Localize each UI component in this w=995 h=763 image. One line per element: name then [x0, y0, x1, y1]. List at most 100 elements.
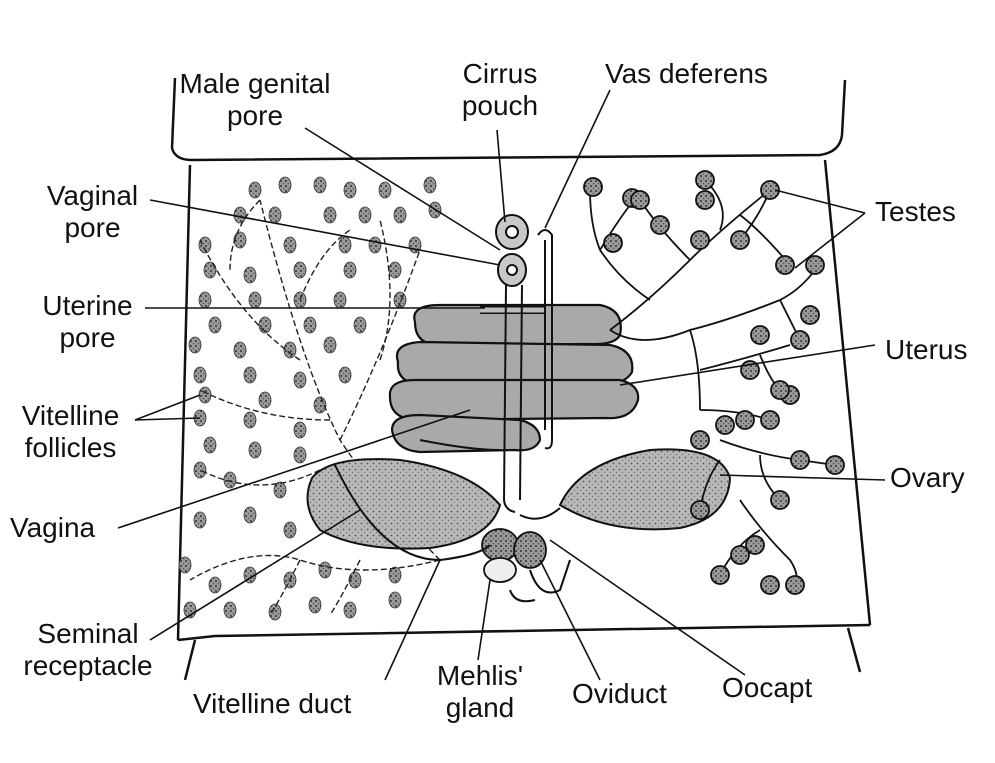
vitelline-follicle [303, 316, 317, 334]
label-mehlis-gland: Mehlis' gland [425, 660, 535, 724]
label-male-genital-pore-line1: Male genital [179, 68, 331, 99]
label-vaginal-pore: Vaginal pore [35, 180, 150, 244]
testis-follicle [745, 535, 765, 555]
label-vas-deferens: Vas deferens [605, 58, 768, 89]
vitelline-follicle [248, 441, 262, 459]
testis-follicle [630, 190, 650, 210]
testis-follicle [770, 380, 790, 400]
testis-follicle [603, 233, 623, 253]
vitelline-follicle [248, 181, 262, 199]
cirrus-pouch [495, 214, 529, 287]
label-seminal-receptacle-line1: Seminal [37, 618, 139, 649]
label-male-genital-pore: Male genital pore [165, 68, 345, 132]
testis-branch [609, 328, 701, 411]
oviduct-path [334, 464, 571, 603]
label-uterus: Uterus [885, 334, 968, 365]
testis-follicle [735, 410, 755, 430]
testis-follicle [695, 170, 715, 190]
vitelline-follicle [198, 291, 212, 309]
vitelline-follicle [323, 336, 337, 354]
vitelline-follicle [358, 206, 372, 224]
vitelline-follicle [293, 371, 307, 389]
vitelline-follicle [423, 176, 437, 194]
testis-follicle [790, 450, 810, 470]
testis-branch [599, 204, 631, 251]
testis-follicle [760, 410, 780, 430]
vitelline-follicle [393, 206, 407, 224]
vitelline-follicle [278, 176, 292, 194]
label-mehlis-gland-line1: Mehlis' [436, 660, 524, 691]
vitelline-follicle [353, 316, 367, 334]
testis-follicle [800, 305, 820, 325]
vitelline-follicle [223, 601, 237, 619]
testis-follicle [695, 190, 715, 210]
vitelline-follicle [243, 506, 257, 524]
vitelline-follicle [293, 261, 307, 279]
label-testes: Testes [875, 196, 956, 227]
testis-follicle [690, 230, 710, 250]
label-oviduct: Oviduct [572, 678, 667, 709]
vitelline-follicle [243, 366, 257, 384]
vitelline-follicle [268, 206, 282, 224]
vitelline-follicle [388, 591, 402, 609]
vitelline-follicle [223, 471, 237, 489]
testis-follicle [730, 230, 750, 250]
vitelline-follicle [178, 556, 192, 574]
label-vitelline-follicles: Vitelline follicles [8, 400, 133, 464]
vitelline-follicle [193, 511, 207, 529]
vitelline-follicles-group [178, 176, 442, 621]
testis-follicle [730, 545, 750, 565]
label-uterine-pore: Uterine pore [30, 290, 145, 354]
label-uterine-pore-line1: Uterine [42, 290, 133, 321]
vitelline-follicle [268, 603, 282, 621]
vitelline-follicle [258, 316, 272, 334]
vitelline-follicle [193, 461, 207, 479]
testis-branch [699, 344, 791, 371]
vitelline-follicle [343, 601, 357, 619]
vitelline-follicle [343, 181, 357, 199]
label-uterine-pore-line2: pore [59, 322, 116, 353]
label-vitelline-follicles-line1: Vitelline [21, 400, 120, 431]
label-vitelline-duct: Vitelline duct [193, 688, 352, 719]
vitelline-follicle [243, 411, 257, 429]
vitelline-follicle [378, 181, 392, 199]
label-ovary: Ovary [890, 462, 965, 493]
vitelline-follicle [203, 261, 217, 279]
vitelline-follicle [313, 176, 327, 194]
label-vagina: Vagina [10, 512, 96, 543]
vitelline-follicle [338, 236, 352, 254]
uterus [388, 303, 640, 454]
testis-follicle [760, 180, 780, 200]
vitelline-follicle [388, 261, 402, 279]
label-vitelline-follicles-line2: follicles [24, 432, 117, 463]
testis-branch [589, 189, 601, 251]
vitelline-follicle [203, 436, 217, 454]
vitelline-follicle [193, 366, 207, 384]
testis-branch [689, 269, 816, 331]
vitelline-follicle [338, 366, 352, 384]
testis-follicle [770, 490, 790, 510]
vitelline-follicle [248, 291, 262, 309]
testis-branch [699, 409, 771, 421]
vitelline-follicle [308, 596, 322, 614]
vitelline-follicle [233, 206, 247, 224]
label-vaginal-pore-line2: pore [64, 212, 121, 243]
vitelline-follicle [293, 446, 307, 464]
vitelline-follicle [273, 481, 287, 499]
leader-lines [117, 89, 886, 681]
label-seminal-receptacle: Seminal receptacle [8, 618, 168, 682]
label-mehlis-gland-line2: gland [445, 692, 515, 723]
vitelline-follicle [198, 236, 212, 254]
vitelline-follicle [243, 266, 257, 284]
vagina [419, 284, 523, 513]
label-cirrus-pouch-line2: pouch [461, 90, 539, 121]
label-seminal-receptacle-line2: receptacle [23, 650, 153, 681]
testis-follicle [710, 565, 730, 585]
vitelline-follicle [258, 391, 272, 409]
ovary [306, 448, 732, 550]
testes-group [583, 170, 845, 595]
label-male-genital-pore-line2: pore [226, 100, 284, 131]
vitelline-follicle [313, 396, 327, 414]
